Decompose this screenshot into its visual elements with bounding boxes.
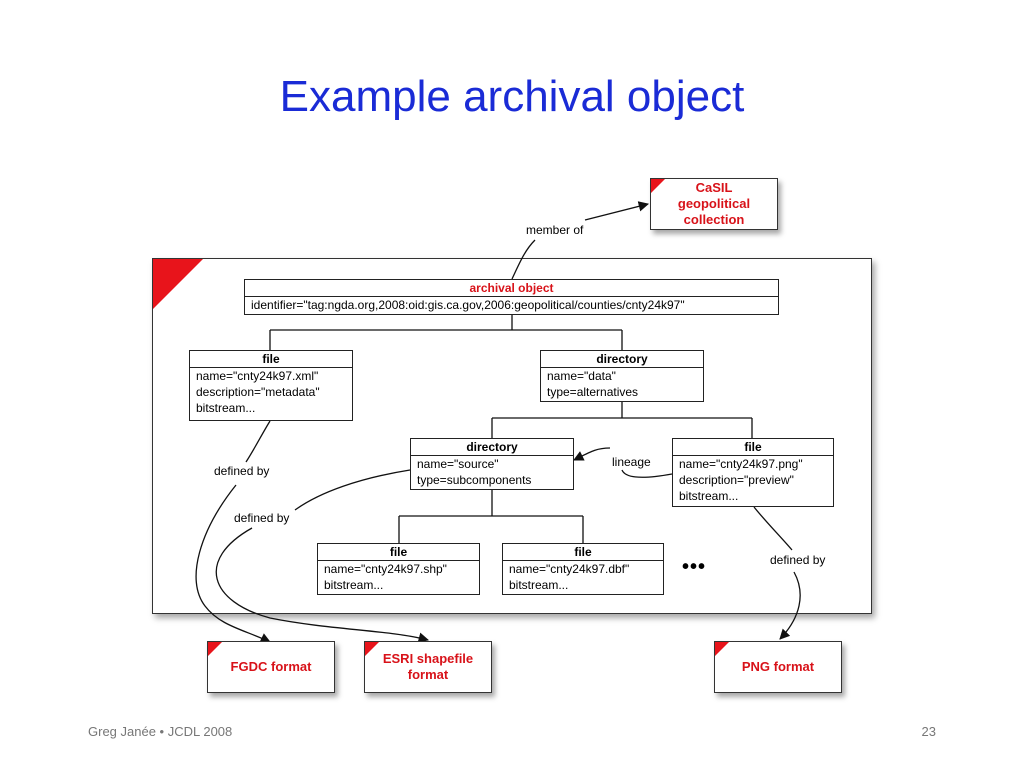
archival-object-box: archival object identifier="tag:ngda.org… xyxy=(244,279,779,315)
defined-by-png-label: defined by xyxy=(770,553,826,567)
file-png-name: name="cnty24k97.png" xyxy=(679,457,803,471)
lineage-label: lineage xyxy=(612,455,651,469)
esri-format-label: ESRI shapefile format xyxy=(382,651,474,682)
member-of-label: member of xyxy=(526,223,584,237)
file-dbf-name: name="cnty24k97.dbf" xyxy=(509,562,630,576)
directory-source-type: type=subcomponents xyxy=(417,473,532,487)
defined-by-esri-connector xyxy=(294,469,411,511)
file-shp-name: name="cnty24k97.shp" xyxy=(324,562,447,576)
red-corner-marker xyxy=(208,642,222,656)
member-of-connector xyxy=(511,239,536,280)
directory-source-box: directory name="source" type=subcomponen… xyxy=(410,438,574,490)
fgdc-format-box: FGDC format xyxy=(207,641,335,693)
lineage-connector xyxy=(621,469,673,478)
directory-data-type: type=alternatives xyxy=(547,385,639,399)
defined-by-xml-label: defined by xyxy=(214,464,270,478)
tree-connector-data xyxy=(491,402,753,438)
file-xml-header: file xyxy=(190,351,352,368)
file-png-box: file name="cnty24k97.png" description="p… xyxy=(672,438,834,507)
tree-connector-root xyxy=(269,315,623,350)
tree-connector-source xyxy=(398,490,584,543)
defined-by-fgdc-connector xyxy=(245,420,271,463)
archival-object-identifier: identifier="tag:ngda.org,2008:oid:gis.ca… xyxy=(251,298,685,312)
file-png-bitstream: bitstream... xyxy=(679,489,739,503)
file-xml-box: file name="cnty24k97.xml" description="m… xyxy=(189,350,353,421)
directory-source-name: name="source" xyxy=(417,457,499,471)
file-shp-box: file name="cnty24k97.shp" bitstream... xyxy=(317,543,480,595)
file-xml-name: name="cnty24k97.xml" xyxy=(196,369,319,383)
footer-author: Greg Janée • JCDL 2008 xyxy=(88,724,233,739)
defined-by-png-connector xyxy=(753,506,793,551)
file-png-description: description="preview" xyxy=(679,473,794,487)
defined-by-shp-label: defined by xyxy=(234,511,290,525)
lineage-arrow xyxy=(573,447,611,461)
file-png-header: file xyxy=(673,439,833,456)
file-shp-bitstream: bitstream... xyxy=(324,578,384,592)
casil-collection-box: CaSIL geopolitical collection xyxy=(650,178,778,230)
directory-data-header: directory xyxy=(541,351,703,368)
red-corner-marker xyxy=(715,642,729,656)
png-format-label: PNG format xyxy=(741,659,815,674)
more-files-ellipsis: ••• xyxy=(682,556,707,578)
defined-by-fgdc-arrow xyxy=(195,484,271,643)
file-xml-bitstream: bitstream... xyxy=(196,401,256,415)
file-shp-header: file xyxy=(318,544,479,561)
png-format-box: PNG format xyxy=(714,641,842,693)
file-dbf-bitstream: bitstream... xyxy=(509,578,569,592)
file-xml-description: description="metadata" xyxy=(196,385,320,399)
archival-object-header: archival object xyxy=(245,280,778,297)
defined-by-esri-arrow xyxy=(215,527,430,643)
page-number: 23 xyxy=(921,724,936,739)
directory-source-header: directory xyxy=(411,439,573,456)
esri-format-box: ESRI shapefile format xyxy=(364,641,492,693)
red-corner-marker xyxy=(651,179,665,193)
slide-title: Example archival object xyxy=(279,72,745,121)
fgdc-format-label: FGDC format xyxy=(230,659,312,674)
directory-data-name: name="data" xyxy=(547,369,616,383)
member-of-arrow xyxy=(584,201,650,221)
file-dbf-box: file name="cnty24k97.dbf" bitstream... xyxy=(502,543,664,595)
red-corner-marker xyxy=(365,642,379,656)
casil-collection-label: CaSIL geopolitical collection xyxy=(677,180,751,227)
defined-by-png-arrow xyxy=(779,571,801,640)
directory-data-box: directory name="data" type=alternatives xyxy=(540,350,704,402)
file-dbf-header: file xyxy=(503,544,663,561)
red-corner-marker xyxy=(153,259,203,309)
